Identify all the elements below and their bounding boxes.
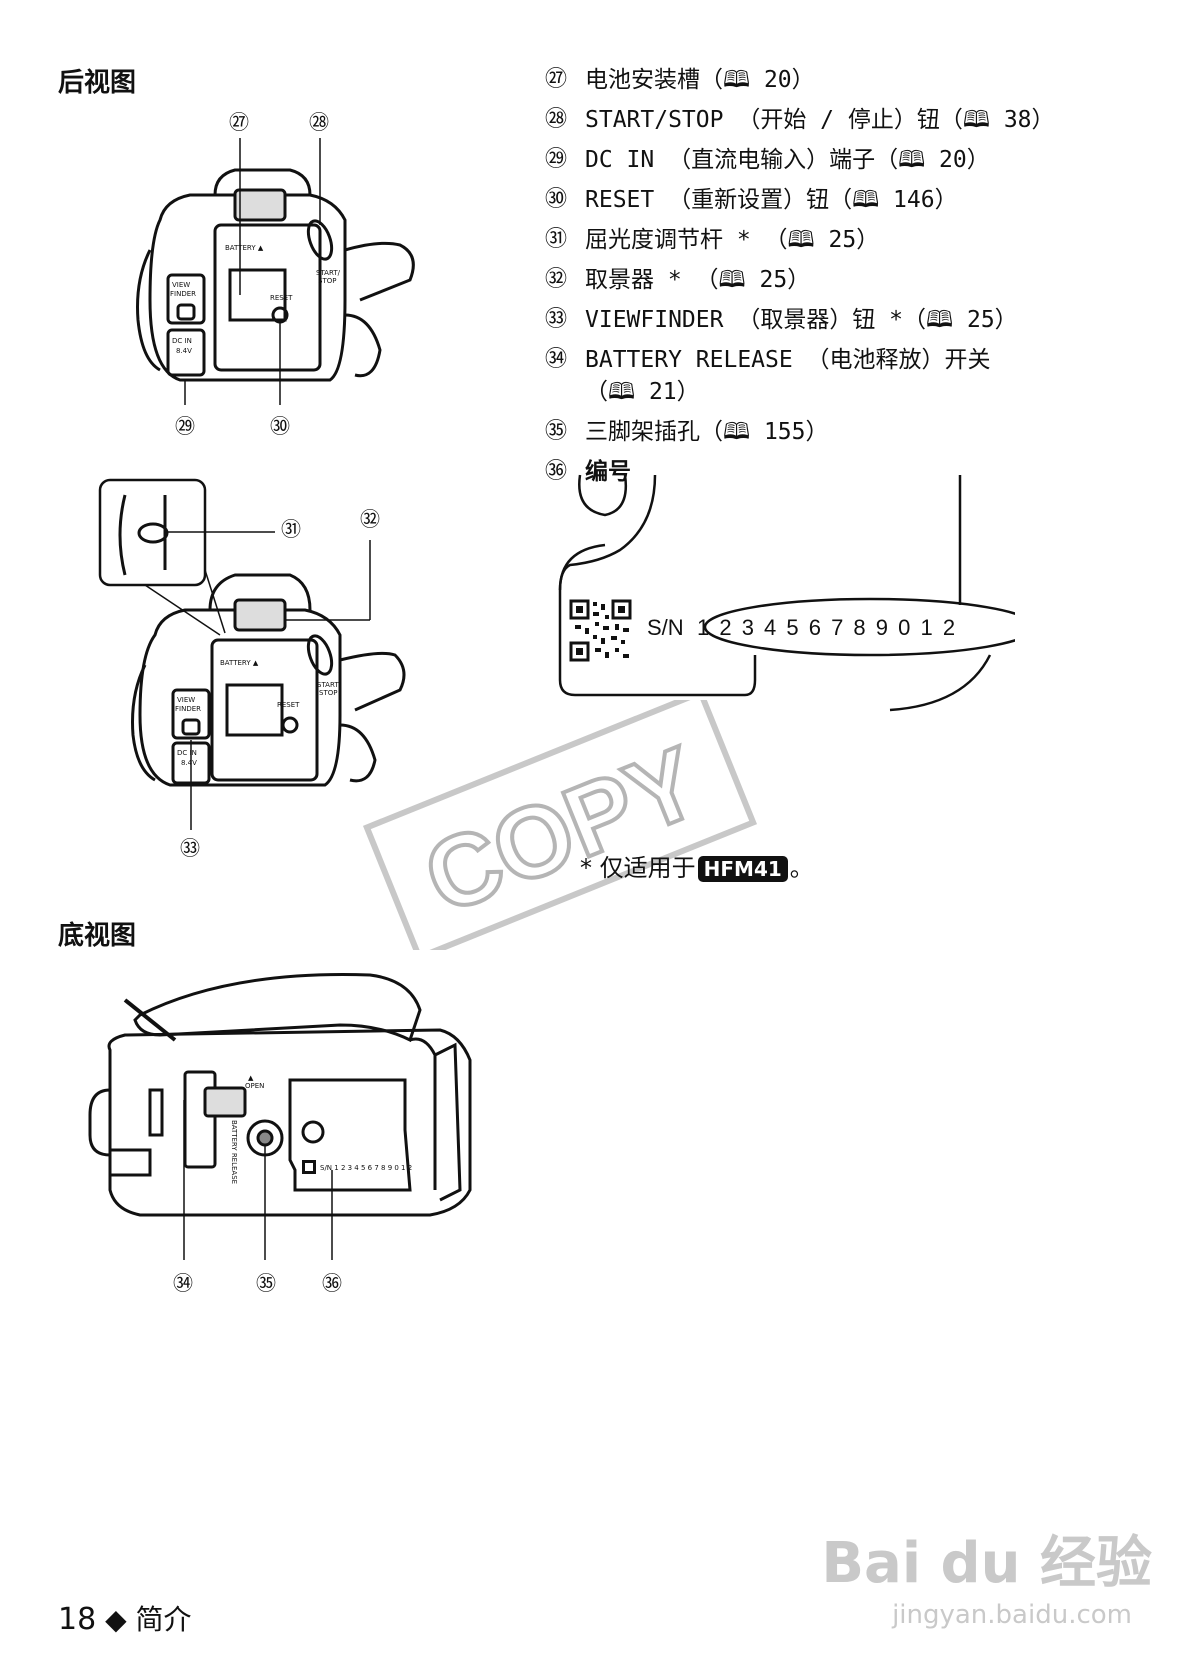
battery-label: BATTERY ▲ (225, 244, 264, 252)
part-number: ㉝ (545, 307, 568, 332)
callout-33: ㉝ (180, 836, 200, 860)
list-item: ㉝ VIEWFINDER （取景器）钮 *（🕮 25） (545, 300, 1105, 340)
view-finder-label-line2: FINDER (170, 290, 196, 298)
battery-label: BATTERY ▲ (220, 659, 259, 667)
copy-watermark: COPY (362, 700, 758, 950)
serial-prefix: S/N (647, 615, 684, 640)
view-finder-label: VIEW (177, 696, 195, 704)
view-finder-label-line2: FINDER (175, 705, 201, 713)
view-finder-label: VIEW (172, 281, 190, 289)
callout-29: ㉙ (175, 414, 195, 438)
battery-release-label: BATTERY RELEASE (230, 1120, 238, 1184)
part-description: 屈光度调节杆 * （🕮 25） (585, 227, 880, 253)
part-number: ㉟ (545, 419, 568, 444)
part-description: DC IN （直流电输入）端子（🕮 20） (585, 147, 990, 173)
footnote-prefix: * 仅适用于 (580, 854, 696, 882)
serial-label-illustration: S/N 1 2 3 4 5 6 7 8 9 0 1 2 (558, 474, 1015, 712)
list-item: ㉚ RESET （重新设置）钮（🕮 146） (545, 180, 1105, 220)
callout-35: ㉟ (256, 1271, 276, 1295)
callout-31: ㉛ (281, 517, 301, 541)
dc-in-label: DC IN (172, 337, 192, 345)
callout-34: ㉞ (173, 1271, 193, 1295)
dc-voltage-label: 8.4V (176, 347, 192, 355)
part-number: ㊱ (545, 459, 568, 484)
part-description: RESET （重新设置）钮（🕮 146） (585, 187, 958, 213)
dc-voltage-label: 8.4V (181, 759, 197, 767)
part-description: VIEWFINDER （取景器）钮 *（🕮 25） (585, 307, 1018, 333)
serial-number: 1 2 3 4 5 6 7 8 9 0 1 2 (697, 615, 957, 640)
page-number: 18 (58, 1602, 97, 1637)
reset-label: RESET (270, 294, 293, 302)
list-item: ㉘ START/STOP （开始 / 停止）钮（🕮 38） (545, 100, 1105, 140)
part-number: ㉙ (545, 147, 568, 172)
open-label-text: OPEN (245, 1082, 264, 1090)
rear-view-heading: 后视图 (58, 68, 137, 98)
part-description: 编号 (585, 459, 631, 485)
callout-32: ㉜ (360, 507, 380, 531)
viewfinder-camera-illustration: BATTERY ▲ RESET START/ STOP VIEW FINDER … (98, 478, 406, 830)
callout-36: ㊱ (322, 1271, 342, 1295)
model-badge: HFM41 (697, 856, 788, 882)
rear-view-camera-illustration: BATTERY ▲ RESET START/ STOP VIEW FINDER … (136, 138, 415, 405)
part-number: ㉚ (545, 187, 568, 212)
serial-small-label: S/N 1 2 3 4 5 6 7 8 9 0 1 2 (320, 1164, 412, 1172)
baidu-watermark-url: jingyan.baidu.com (892, 1600, 1132, 1630)
part-number: ㉘ (545, 107, 568, 132)
page-footer: 18 ◆ 简介 (58, 1598, 192, 1638)
part-description: 取景器 * （🕮 25） (585, 267, 811, 293)
reset-label: RESET (277, 701, 300, 709)
open-label: ▲ (248, 1074, 254, 1082)
list-item: ㉙ DC IN （直流电输入）端子（🕮 20） (545, 140, 1105, 180)
start-stop-label-line2: STOP (319, 689, 337, 697)
start-stop-label: START/ (316, 269, 341, 277)
baidu-watermark-logo: Bai du 经验 (821, 1531, 1152, 1596)
part-number: ㉛ (545, 227, 568, 252)
callout-27: ㉗ (229, 110, 249, 134)
footer-section: 简介 (135, 1603, 192, 1636)
callout-28: ㉘ (309, 110, 329, 134)
footer-bullet: ◆ (105, 1603, 127, 1636)
start-stop-label: START/ (317, 681, 342, 689)
footnote-suffix: 。 (789, 854, 814, 882)
bottom-view-heading: 底视图 (58, 921, 137, 951)
part-number: ㉞ (545, 347, 568, 372)
part-number: ㉗ (545, 67, 568, 92)
callout-30: ㉚ (270, 414, 290, 438)
part-description: 三脚架插孔（🕮 155） (585, 419, 829, 445)
start-stop-label-line2: STOP (318, 277, 336, 285)
qr-code-icon (569, 599, 632, 662)
bottom-view-camera-illustration: ▲ OPEN S/N 1 2 3 4 5 6 7 8 9 0 1 2 BATTE… (88, 973, 472, 1260)
part-description: BATTERY RELEASE （电池释放）开关 （🕮 21） (585, 347, 991, 405)
qr-code-small-icon (302, 1160, 316, 1174)
dc-in-label: DC IN (177, 749, 197, 757)
list-item: ㉞ BATTERY RELEASE （电池释放）开关 （🕮 21） (545, 340, 1105, 412)
part-description: 电池安装槽（🕮 20） (585, 67, 815, 93)
part-description: START/STOP （开始 / 停止）钮（🕮 38） (585, 107, 1055, 133)
copy-watermark-text: COPY (410, 726, 715, 936)
part-number: ㉜ (545, 267, 568, 292)
